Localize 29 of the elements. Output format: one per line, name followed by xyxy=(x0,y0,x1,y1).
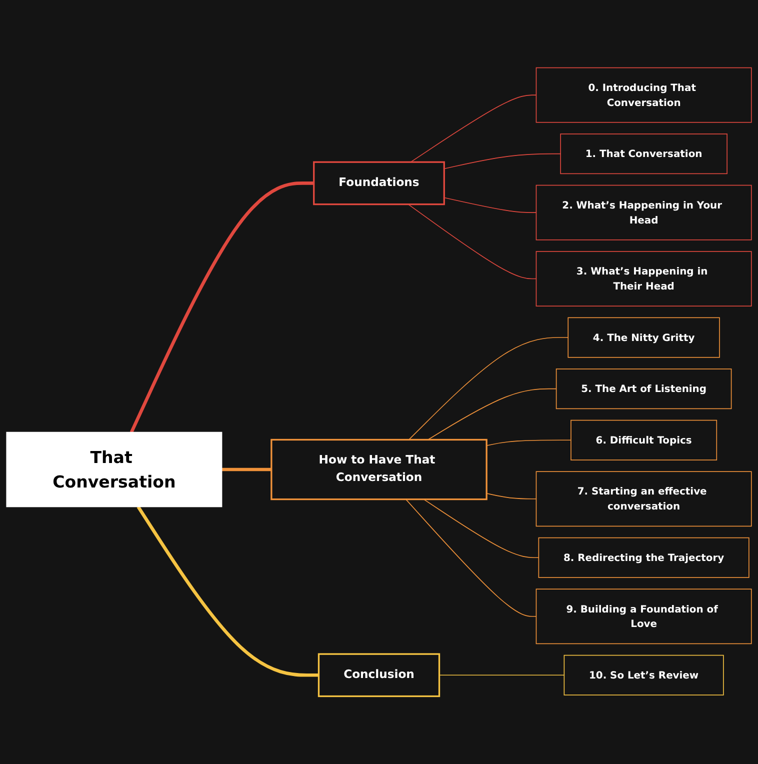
node-box: 2. What’s Happening in Your Head xyxy=(536,184,752,240)
node-box: 8. Redirecting the Trajectory xyxy=(538,537,750,578)
connector xyxy=(486,492,537,500)
connector xyxy=(427,388,557,440)
connector xyxy=(444,153,561,170)
connector xyxy=(222,468,272,472)
node-box: 6. Difficult Topics xyxy=(570,420,718,460)
connector xyxy=(423,498,540,558)
node-box: 4. The Nitty Gritty xyxy=(568,317,720,358)
connector xyxy=(410,94,537,162)
connector xyxy=(136,506,319,677)
node-box: 5. The Art of Listening xyxy=(556,368,732,410)
node-box: 7. Starting an effective conversation xyxy=(536,471,752,527)
connector xyxy=(405,498,537,617)
connector xyxy=(408,337,569,440)
node-box: 0. Introducing That Conversation xyxy=(536,67,752,123)
node-box: 1. That Conversation xyxy=(560,134,728,174)
node-box: 9. Building a Foundation of Love xyxy=(536,588,752,644)
node-box: 10. So Let’s Review xyxy=(564,654,724,696)
connector xyxy=(438,674,565,676)
node-box: How to Have That Conversation xyxy=(270,438,488,500)
node-box: That Conversation xyxy=(6,432,222,508)
node-box: 3. What’s Happening in Their Head xyxy=(536,251,752,306)
connector xyxy=(486,440,572,446)
node-box: Conclusion xyxy=(318,653,440,698)
connector xyxy=(408,204,537,280)
node-box: Foundations xyxy=(313,161,445,206)
connector xyxy=(444,197,537,213)
connector xyxy=(130,182,314,433)
